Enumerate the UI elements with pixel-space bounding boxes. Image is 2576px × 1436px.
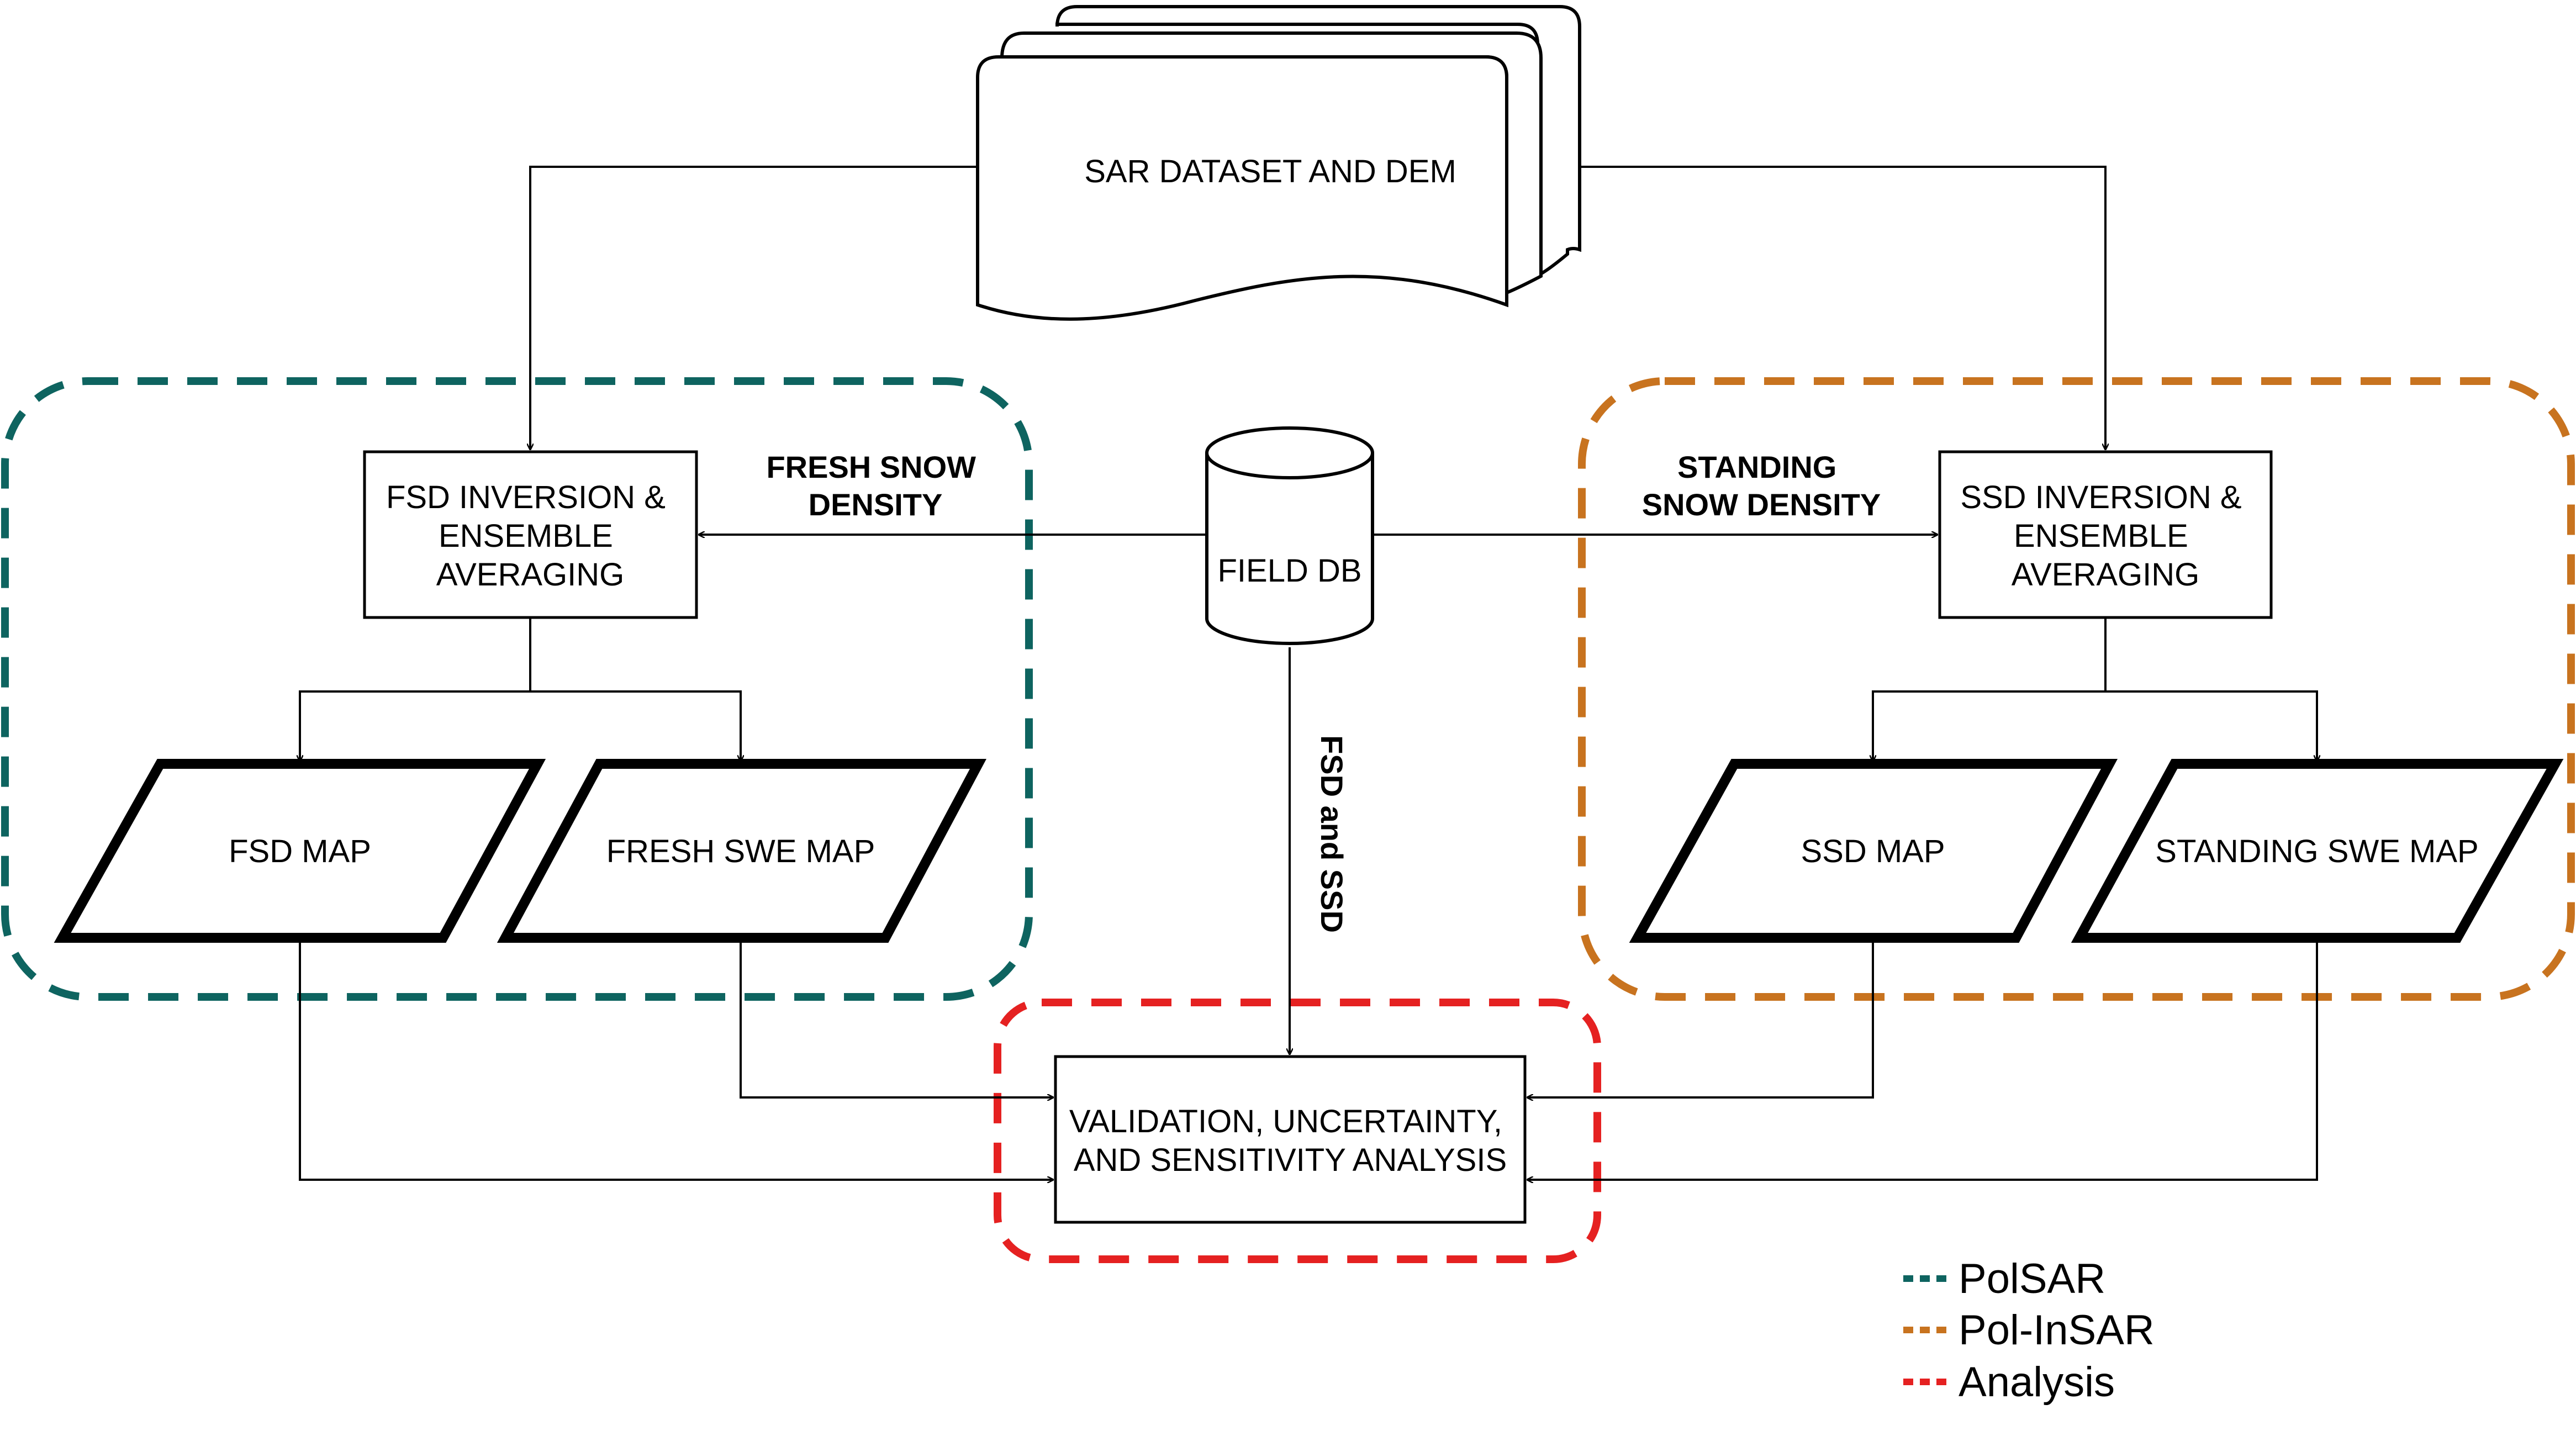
ssd-inversion-node: SSD INVERSION & ENSEMBLE AVERAGING	[1938, 450, 2273, 619]
standing-swe-map-node: STANDING SWE MAP	[2071, 759, 2564, 943]
fsd-inversion-node: FSD INVERSION & ENSEMBLE AVERAGING	[363, 450, 698, 619]
fsd-and-ssd-label: FSD and SSD	[1315, 735, 1349, 933]
fsd-map-label: FSD MAP	[229, 833, 371, 869]
sar-dataset-node: SAR DATASET AND DEM	[976, 5, 1581, 321]
polinsar-group-boundary	[1578, 377, 2575, 1001]
arrow-fsd-inversion-to-fsd-map	[300, 690, 530, 761]
arrow-ssd-inversion-to-standing-swe-map	[2105, 690, 2317, 761]
arrow-fresh-swe-map-to-validation	[740, 938, 1053, 1097]
field-db-label: FIELD DB	[1217, 553, 1361, 589]
fresh-swe-map-node: FRESH SWE MAP	[497, 759, 986, 943]
legend-label-polsar: PolSAR	[1959, 1255, 2105, 1302]
fresh-swe-map-label: FRESH SWE MAP	[606, 833, 875, 869]
arrow-fsd-inversion-to-fresh-swe-map	[530, 690, 741, 761]
arrow-ssd-inversion-to-ssd-map	[1873, 690, 2105, 761]
ssd-inversion-label: SSD INVERSION & ENSEMBLE AVERAGING	[1960, 479, 2250, 593]
legend-label-polinsar: Pol-InSAR	[1959, 1307, 2155, 1354]
sar-dataset-label: SAR DATASET AND DEM	[1084, 154, 1456, 189]
validation-label: VALIDATION, UNCERTAINTY, AND SENSITIVITY…	[1069, 1104, 1511, 1178]
arrow-fsd-map-to-validation	[299, 938, 1053, 1180]
analysis-group-boundary	[994, 999, 1601, 1263]
field-db-node: FIELD DB	[1205, 426, 1374, 645]
arrow-standing-swe-map-to-validation	[1527, 938, 2318, 1180]
ssd-map-node: SSD MAP	[1629, 759, 2118, 943]
fsd-inversion-label: FSD INVERSION & ENSEMBLE AVERAGING	[386, 479, 674, 593]
validation-node: VALIDATION, UNCERTAINTY, AND SENSITIVITY…	[1054, 1055, 1527, 1224]
fsd-map-node: FSD MAP	[54, 759, 546, 943]
standing-swe-map-label: STANDING SWE MAP	[2155, 833, 2478, 869]
fresh-snow-density-label: FRESH SNOW DENSITY	[766, 450, 984, 522]
standing-snow-density-label: STANDING SNOW DENSITY	[1642, 450, 1881, 522]
arrow-ssd-map-to-validation	[1527, 938, 1874, 1097]
arrow-sar-to-ssd-inversion	[1580, 166, 2105, 450]
legend: PolSAR Pol-InSAR Analysis	[1903, 1255, 2155, 1406]
legend-label-analysis: Analysis	[1959, 1359, 2115, 1406]
arrow-sar-to-fsd-inversion	[530, 166, 978, 450]
polsar-group-boundary	[1, 377, 1033, 1001]
ssd-map-label: SSD MAP	[1801, 833, 1945, 869]
